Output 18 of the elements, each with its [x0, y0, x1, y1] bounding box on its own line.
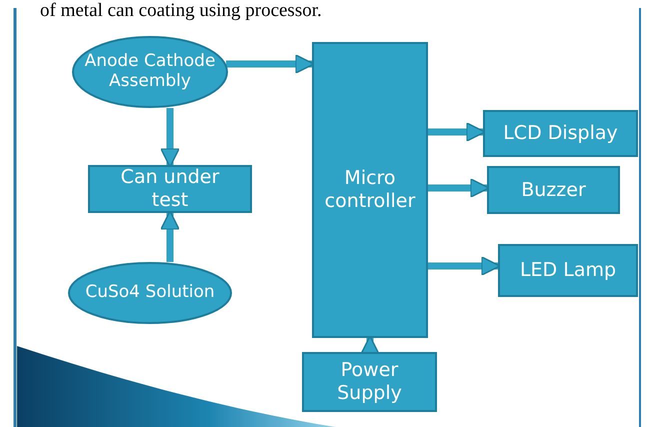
- node-label: LCD Display: [502, 122, 619, 145]
- process-box: [312, 42, 428, 338]
- process-ellipse: [68, 262, 232, 324]
- node-label: Anode Cathode Assembly: [84, 52, 216, 92]
- process-box: [483, 110, 638, 157]
- node-label: Can under test: [120, 166, 220, 212]
- node-label: CuSo4 Solution: [84, 283, 216, 303]
- node-label: Micro controller: [324, 167, 416, 213]
- node-label: Power Supply: [336, 359, 403, 405]
- arrow: [160, 108, 180, 168]
- node-label: LED Lamp: [518, 259, 618, 282]
- heading-text: of metal can coating using processor.: [40, 0, 322, 22]
- process-box: [302, 352, 437, 412]
- node-label: Buzzer: [520, 178, 587, 202]
- process-box: [88, 165, 252, 213]
- process-ellipse: [72, 36, 228, 108]
- process-box: [487, 166, 620, 214]
- process-box: [498, 244, 638, 297]
